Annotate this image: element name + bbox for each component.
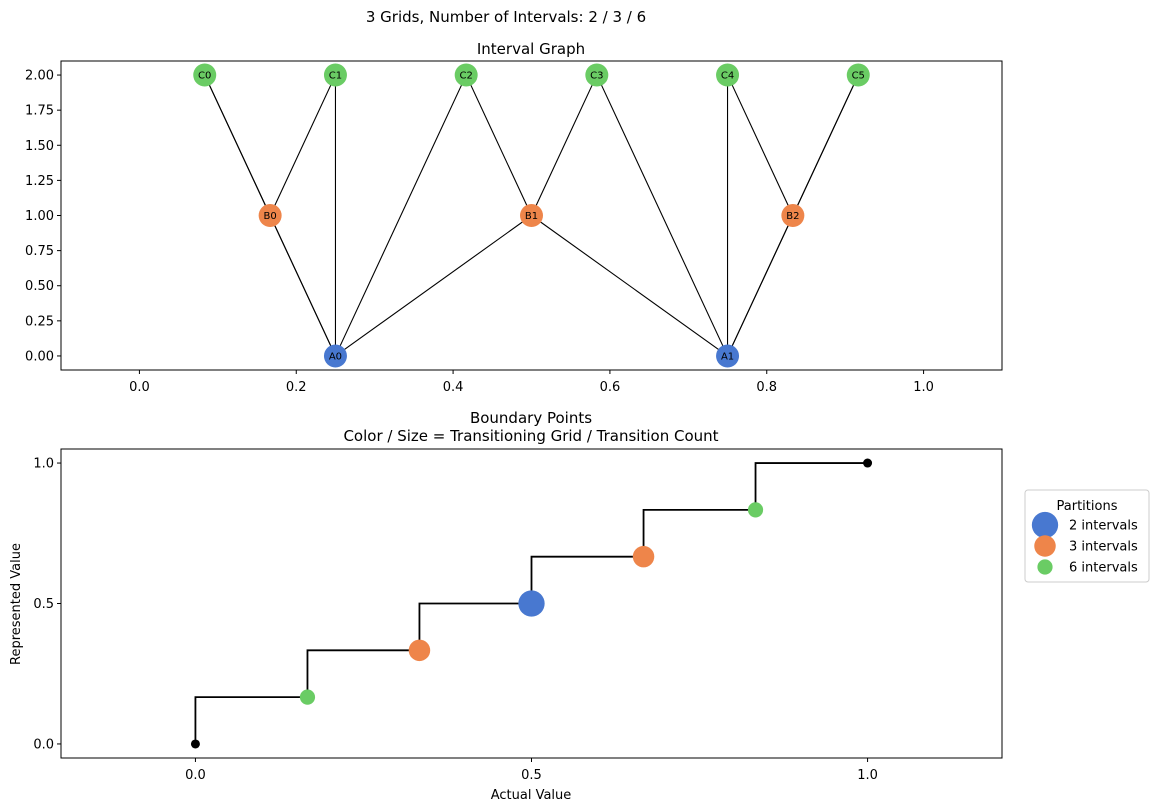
- node-label-B2: B2: [786, 211, 799, 222]
- node-label-C0: C0: [198, 71, 211, 82]
- edge-B0-A0: [269, 215, 336, 357]
- legend-box: [1024, 489, 1150, 583]
- x-tick-label: 0.0: [185, 768, 206, 783]
- x-tick-label: 0.4: [443, 380, 464, 395]
- node-label-C3: C3: [590, 71, 603, 82]
- legend-marker: [1034, 535, 1056, 557]
- boundary-point: [632, 545, 655, 568]
- x-tick-label: 1.0: [857, 768, 878, 783]
- x-tick-label: 0.8: [756, 380, 777, 395]
- legend-label: 3 intervals: [1069, 540, 1138, 555]
- y-tick-label: 1.25: [25, 174, 54, 189]
- edge-C3-B1: [531, 74, 598, 216]
- y-tick-label: 0.0: [33, 737, 54, 752]
- y-tick-label: 1.0: [33, 457, 54, 472]
- boundary-point: [299, 689, 316, 705]
- y-tick-label: 0.75: [25, 244, 54, 259]
- y-tick-label: 0.5: [33, 597, 54, 612]
- y-tick-label: 0.25: [25, 314, 54, 329]
- step-y-axis: 0.0 0.5 1.0: [33, 457, 61, 752]
- node-label-B1: B1: [525, 211, 538, 222]
- node-label-C4: C4: [721, 71, 734, 82]
- node-label-C2: C2: [459, 71, 472, 82]
- node-C3: [585, 63, 609, 87]
- node-C2: [454, 63, 478, 87]
- edge-C2-B1: [465, 74, 532, 216]
- x-tick-label: 0.6: [600, 380, 621, 395]
- legend-title: Partitions: [1057, 499, 1118, 514]
- graph-nodes: A0 A1 B0 B1 B2 C0 C1 C2 C3 C4 C5: [193, 63, 870, 368]
- graph-x-axis: 0.0 0.2 0.4 0.6 0.8 1.0: [129, 370, 934, 395]
- boundary-points: [299, 502, 764, 705]
- node-B1: [520, 204, 543, 227]
- y-tick-label: 1.00: [25, 209, 54, 224]
- graph-edges: [204, 74, 859, 357]
- legend-marker: [1037, 559, 1053, 575]
- y-tick-label: 0.00: [25, 349, 54, 364]
- edge-C3-A1: [596, 74, 729, 357]
- boundary-points-subtitle: Color / Size = Transitioning Grid / Tran…: [343, 427, 718, 445]
- node-A0: [323, 344, 347, 368]
- step-x-axis: 0.0 0.5 1.0: [185, 758, 878, 783]
- node-label-B0: B0: [264, 211, 277, 222]
- edge-B1-A0: [335, 215, 532, 357]
- step-x-axis-label: Actual Value: [491, 788, 572, 803]
- y-tick-label: 1.50: [25, 139, 54, 154]
- boundary-point: [408, 639, 431, 662]
- x-tick-label: 0.5: [521, 768, 542, 783]
- node-B0: [258, 204, 282, 227]
- node-C4: [716, 63, 740, 87]
- y-tick-label: 0.50: [25, 279, 54, 294]
- node-label-A0: A0: [329, 351, 342, 362]
- step-endpoint: [190, 739, 200, 749]
- node-C5: [846, 63, 870, 87]
- interval-graph-panel: Interval Graph A0 A1 B0 B1 B2 C0 C1 C2 C3 C4 C5 0.…: [25, 40, 1003, 395]
- boundary-point: [518, 590, 545, 617]
- boundary-points-title: Boundary Points: [470, 409, 592, 427]
- node-C1: [323, 63, 347, 87]
- legend-label: 6 intervals: [1069, 561, 1138, 576]
- x-tick-label: 0.0: [129, 380, 150, 395]
- legend-marker: [1031, 511, 1059, 539]
- edge-B1-A1: [531, 215, 728, 357]
- node-label-A1: A1: [721, 351, 734, 362]
- node-label-C5: C5: [852, 71, 865, 82]
- legend: Partitions 2 intervals 3 intervals 6 inter…: [1024, 489, 1150, 583]
- node-B2: [781, 204, 805, 227]
- step-endpoints: [190, 458, 873, 749]
- step-endpoint: [863, 458, 873, 468]
- node-A1: [716, 344, 740, 368]
- boundary-point: [747, 502, 764, 518]
- edge-C4-B2: [727, 74, 794, 216]
- interval-graph-title: Interval Graph: [477, 40, 585, 58]
- node-C0: [193, 63, 217, 87]
- figure-suptitle: 3 Grids, Number of Intervals: 2 / 3 / 6: [366, 8, 646, 26]
- graph-y-axis: 0.00 0.25 0.50 0.75 1.00 1.25 1.50 1.75 2.00: [25, 69, 61, 364]
- edge-C1-B0: [269, 74, 336, 216]
- x-tick-label: 1.0: [913, 380, 934, 395]
- y-tick-label: 1.75: [25, 104, 54, 119]
- node-label-C1: C1: [329, 71, 342, 82]
- edge-C2-A0: [334, 74, 467, 357]
- edge-B2-A1: [727, 215, 794, 357]
- step-y-axis-label: Represented Value: [9, 543, 24, 665]
- legend-entries: 2 intervals 3 intervals 6 intervals: [1031, 511, 1138, 576]
- boundary-points-panel: Boundary Points Color / Size = Transitio…: [9, 409, 1150, 803]
- x-tick-label: 0.2: [286, 380, 307, 395]
- legend-label: 2 intervals: [1069, 519, 1138, 534]
- y-tick-label: 2.00: [25, 69, 54, 84]
